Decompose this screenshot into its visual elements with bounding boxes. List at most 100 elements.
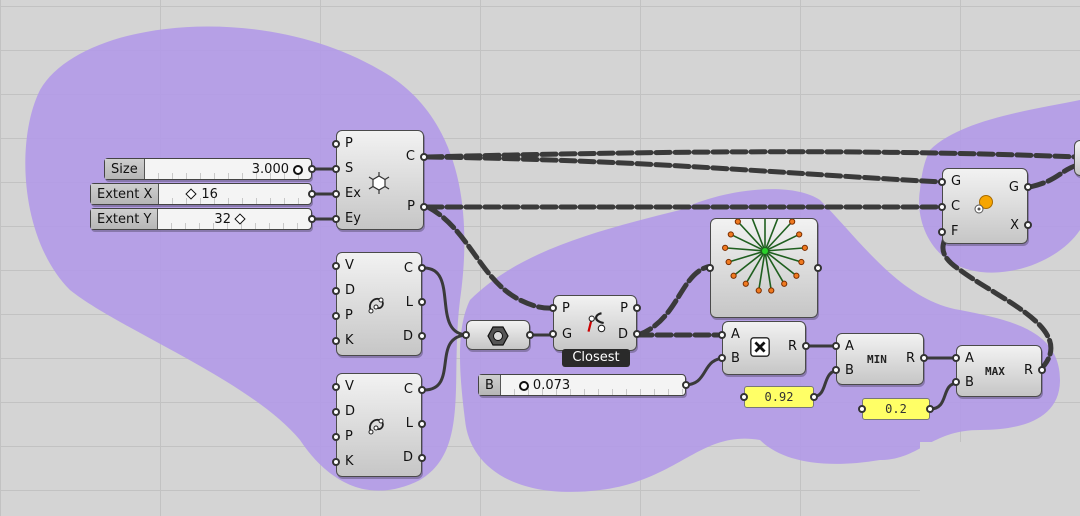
offscreen-component[interactable] (1074, 140, 1080, 176)
size-slider-track[interactable]: 3.000 (144, 159, 311, 179)
port-grip[interactable] (938, 178, 946, 186)
extent-x-slider-track[interactable]: 16 (159, 184, 311, 204)
extent-x-slider[interactable]: Extent X 16 (90, 183, 312, 205)
scale-input-f[interactable]: F (951, 224, 959, 239)
port-grip[interactable] (802, 342, 810, 350)
curve-b-input-v[interactable]: V (345, 379, 354, 394)
port-grip[interactable] (1038, 366, 1046, 374)
curve-b-input-d[interactable]: D (345, 404, 356, 419)
multiply-input-a[interactable]: A (731, 327, 740, 342)
port-grip[interactable] (332, 165, 340, 173)
closest-input-g[interactable]: G (562, 327, 573, 342)
port-grip[interactable] (332, 408, 340, 416)
slider-knob-icon[interactable] (518, 381, 529, 391)
closest-output-p[interactable]: P (620, 301, 628, 316)
port-grip[interactable] (418, 386, 426, 394)
extent-y-slider-track[interactable]: 32 (158, 209, 311, 229)
port-grip[interactable] (332, 262, 340, 270)
curve-component-a[interactable]: V D P K C L D (336, 252, 422, 356)
port-grip[interactable] (332, 140, 340, 148)
hex-input-ey[interactable]: Ey (345, 211, 361, 226)
port-grip[interactable] (926, 405, 934, 413)
max-component[interactable]: A B R MAX (956, 345, 1042, 397)
multiply-input-b[interactable]: B (731, 351, 740, 366)
b-slider[interactable]: B 0.073 (478, 374, 686, 396)
port-grip[interactable] (308, 190, 316, 198)
value-panel-0-2[interactable]: 0.2 (862, 398, 930, 420)
curve-b-output-c[interactable]: C (403, 382, 413, 397)
min-output-r[interactable]: R (905, 351, 915, 366)
port-grip[interactable] (462, 331, 470, 339)
curve-a-output-d[interactable]: D (402, 329, 413, 344)
port-grip[interactable] (718, 354, 726, 362)
min-input-a[interactable]: A (845, 339, 854, 354)
preview-component[interactable] (710, 218, 818, 318)
port-grip[interactable] (810, 393, 818, 401)
b-slider-track[interactable]: 0.073 (500, 375, 685, 395)
curve-b-output-l[interactable]: L (405, 416, 413, 431)
port-grip[interactable] (332, 337, 340, 345)
port-grip[interactable] (332, 433, 340, 441)
closest-points-component[interactable]: P G P D (553, 295, 637, 351)
curve-a-output-c[interactable]: C (403, 261, 413, 276)
curve-a-output-l[interactable]: L (405, 295, 413, 310)
min-component[interactable]: A B R MIN (836, 333, 924, 385)
port-grip[interactable] (920, 354, 928, 362)
port-grip[interactable] (549, 330, 557, 338)
max-input-a[interactable]: A (965, 351, 974, 366)
port-grip[interactable] (308, 165, 316, 173)
scale-component[interactable]: G C F G X (942, 168, 1028, 244)
port-grip[interactable] (938, 203, 946, 211)
port-grip[interactable] (420, 203, 428, 211)
curve-a-input-p[interactable]: P (345, 308, 353, 323)
hex-output-p[interactable]: P (407, 199, 415, 214)
extent-y-slider[interactable]: Extent Y 32 (90, 208, 312, 230)
hexagonal-grid-component[interactable]: P S Ex Ey C P (336, 130, 424, 230)
port-grip[interactable] (332, 287, 340, 295)
port-grip[interactable] (1024, 183, 1032, 191)
multiply-component[interactable]: A B R (722, 321, 806, 375)
scale-output-x[interactable]: X (1010, 218, 1019, 233)
curve-b-output-d[interactable]: D (402, 450, 413, 465)
port-grip[interactable] (633, 330, 641, 338)
scale-input-c[interactable]: C (951, 199, 961, 214)
hex-output-c[interactable]: C (405, 149, 415, 164)
port-grip[interactable] (332, 215, 340, 223)
curve-a-input-v[interactable]: V (345, 258, 354, 273)
port-grip[interactable] (418, 298, 426, 306)
port-grip[interactable] (952, 354, 960, 362)
closest-output-d[interactable]: D (617, 327, 628, 342)
port-grip[interactable] (814, 264, 822, 272)
port-grip[interactable] (420, 153, 428, 161)
port-grip[interactable] (308, 215, 316, 223)
port-grip[interactable] (418, 420, 426, 428)
max-input-b[interactable]: B (965, 375, 974, 390)
value-panel-0-92[interactable]: 0.92 (744, 386, 814, 408)
port-grip[interactable] (718, 331, 726, 339)
port-grip[interactable] (526, 331, 534, 339)
port-grip[interactable] (332, 383, 340, 391)
port-grip[interactable] (332, 190, 340, 198)
port-grip[interactable] (832, 366, 840, 374)
curve-b-input-k[interactable]: K (345, 454, 354, 469)
port-grip[interactable] (952, 378, 960, 386)
max-output-r[interactable]: R (1023, 363, 1033, 378)
curve-a-input-d[interactable]: D (345, 283, 356, 298)
curve-a-input-k[interactable]: K (345, 333, 354, 348)
scale-output-g[interactable]: G (1008, 180, 1019, 195)
port-grip[interactable] (418, 264, 426, 272)
slider-diamond-icon[interactable] (234, 213, 247, 225)
port-grip[interactable] (682, 381, 690, 389)
size-slider[interactable]: Size 3.000 (104, 158, 312, 180)
port-grip[interactable] (740, 393, 748, 401)
closest-input-p[interactable]: P (562, 301, 570, 316)
hex-input-p[interactable]: P (345, 136, 353, 151)
port-grip[interactable] (832, 342, 840, 350)
port-grip[interactable] (418, 454, 426, 462)
min-input-b[interactable]: B (845, 363, 854, 378)
port-grip[interactable] (1024, 221, 1032, 229)
port-grip[interactable] (332, 312, 340, 320)
join-component[interactable] (466, 320, 530, 350)
curve-component-b[interactable]: V D P K C L D (336, 373, 422, 477)
port-grip[interactable] (418, 332, 426, 340)
